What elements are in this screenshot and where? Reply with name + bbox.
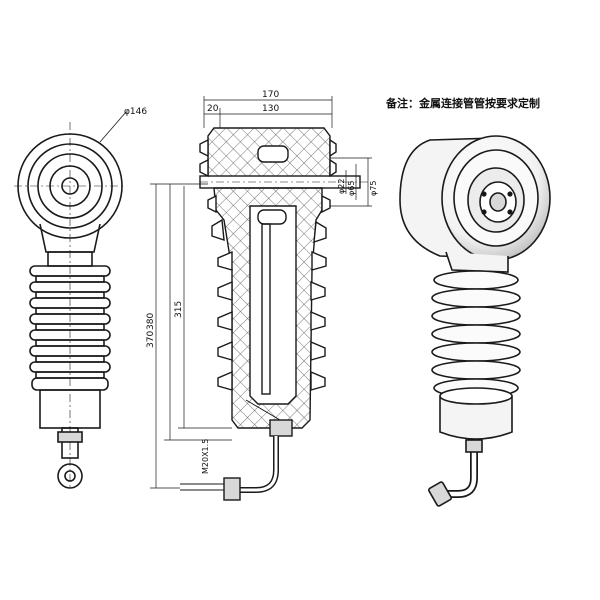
- inner-rod: [261, 223, 271, 395]
- inner-link: [245, 399, 281, 421]
- iso-nut: [428, 481, 452, 507]
- section-left-sheds: [199, 138, 233, 391]
- iso-bent-pipe-inner: [446, 440, 477, 497]
- head-slot: [257, 145, 289, 163]
- dim-flange-offset: 20: [207, 104, 219, 114]
- bolt-dot-4: [507, 209, 513, 215]
- diameter-leader: [99, 111, 127, 143]
- section-dimensions: [150, 96, 372, 489]
- dim-thread: M20X1.5: [201, 439, 210, 474]
- dim-diameter-65: φ65: [347, 181, 356, 196]
- dim-body-width: 130: [262, 104, 279, 114]
- dim-height-body: 380: [146, 313, 156, 330]
- bolt-dot-3: [481, 209, 487, 215]
- section-view: [180, 127, 368, 501]
- front-bottom-hole: [64, 470, 76, 482]
- isometric-view: [399, 135, 551, 507]
- iso-base-top: [439, 387, 513, 405]
- cavity-slot: [257, 209, 287, 225]
- note-text: 备注：金属连接管管按要求定制: [386, 97, 540, 110]
- front-sheds: [29, 265, 111, 391]
- front-nut: [57, 431, 83, 443]
- diameter-outer-label: φ146: [124, 107, 147, 117]
- dim-diameter-75: φ75: [369, 181, 378, 196]
- dim-overall-width: 170: [262, 90, 279, 100]
- dim-height-inner: 315: [174, 301, 184, 318]
- iso-base: [439, 396, 513, 440]
- bent-pipe-inner: [236, 436, 278, 492]
- front-view: [14, 111, 127, 490]
- inner-cavity: [249, 205, 297, 405]
- iso-gland: [465, 439, 483, 453]
- front-bottom-ring: [57, 463, 83, 489]
- iso-sheds: [431, 270, 521, 398]
- pipe-nut: [223, 477, 241, 501]
- bent-pipe: [236, 436, 279, 493]
- dim-diameter-22: φ22: [337, 179, 346, 194]
- bolt-dot-2: [507, 191, 513, 197]
- dim-height-overall: 370: [146, 331, 156, 348]
- front-stem: [61, 427, 79, 459]
- bottom-gland: [269, 419, 293, 437]
- bolt-dot-1: [481, 191, 487, 197]
- head-bore: [489, 192, 507, 212]
- section-right-sheds: [310, 138, 337, 391]
